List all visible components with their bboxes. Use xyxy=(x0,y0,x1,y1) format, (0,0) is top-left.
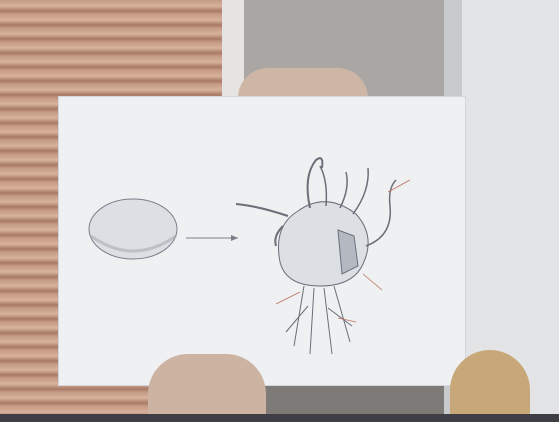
root xyxy=(310,288,314,354)
label-pointer xyxy=(338,318,356,322)
root xyxy=(328,308,352,326)
tentacle xyxy=(340,172,347,208)
hand-holding-board-bottom xyxy=(148,354,266,422)
label-pointer xyxy=(363,274,382,290)
pencil-sketch xyxy=(58,96,466,386)
tentacle xyxy=(320,166,326,206)
person-hair xyxy=(450,350,530,422)
video-bottom-bar xyxy=(0,414,559,422)
tentacle xyxy=(236,204,288,216)
root xyxy=(324,288,332,354)
arrow-head xyxy=(231,235,238,241)
tentacle xyxy=(353,168,368,214)
tentacle xyxy=(308,158,323,208)
label-pointer xyxy=(276,292,300,304)
